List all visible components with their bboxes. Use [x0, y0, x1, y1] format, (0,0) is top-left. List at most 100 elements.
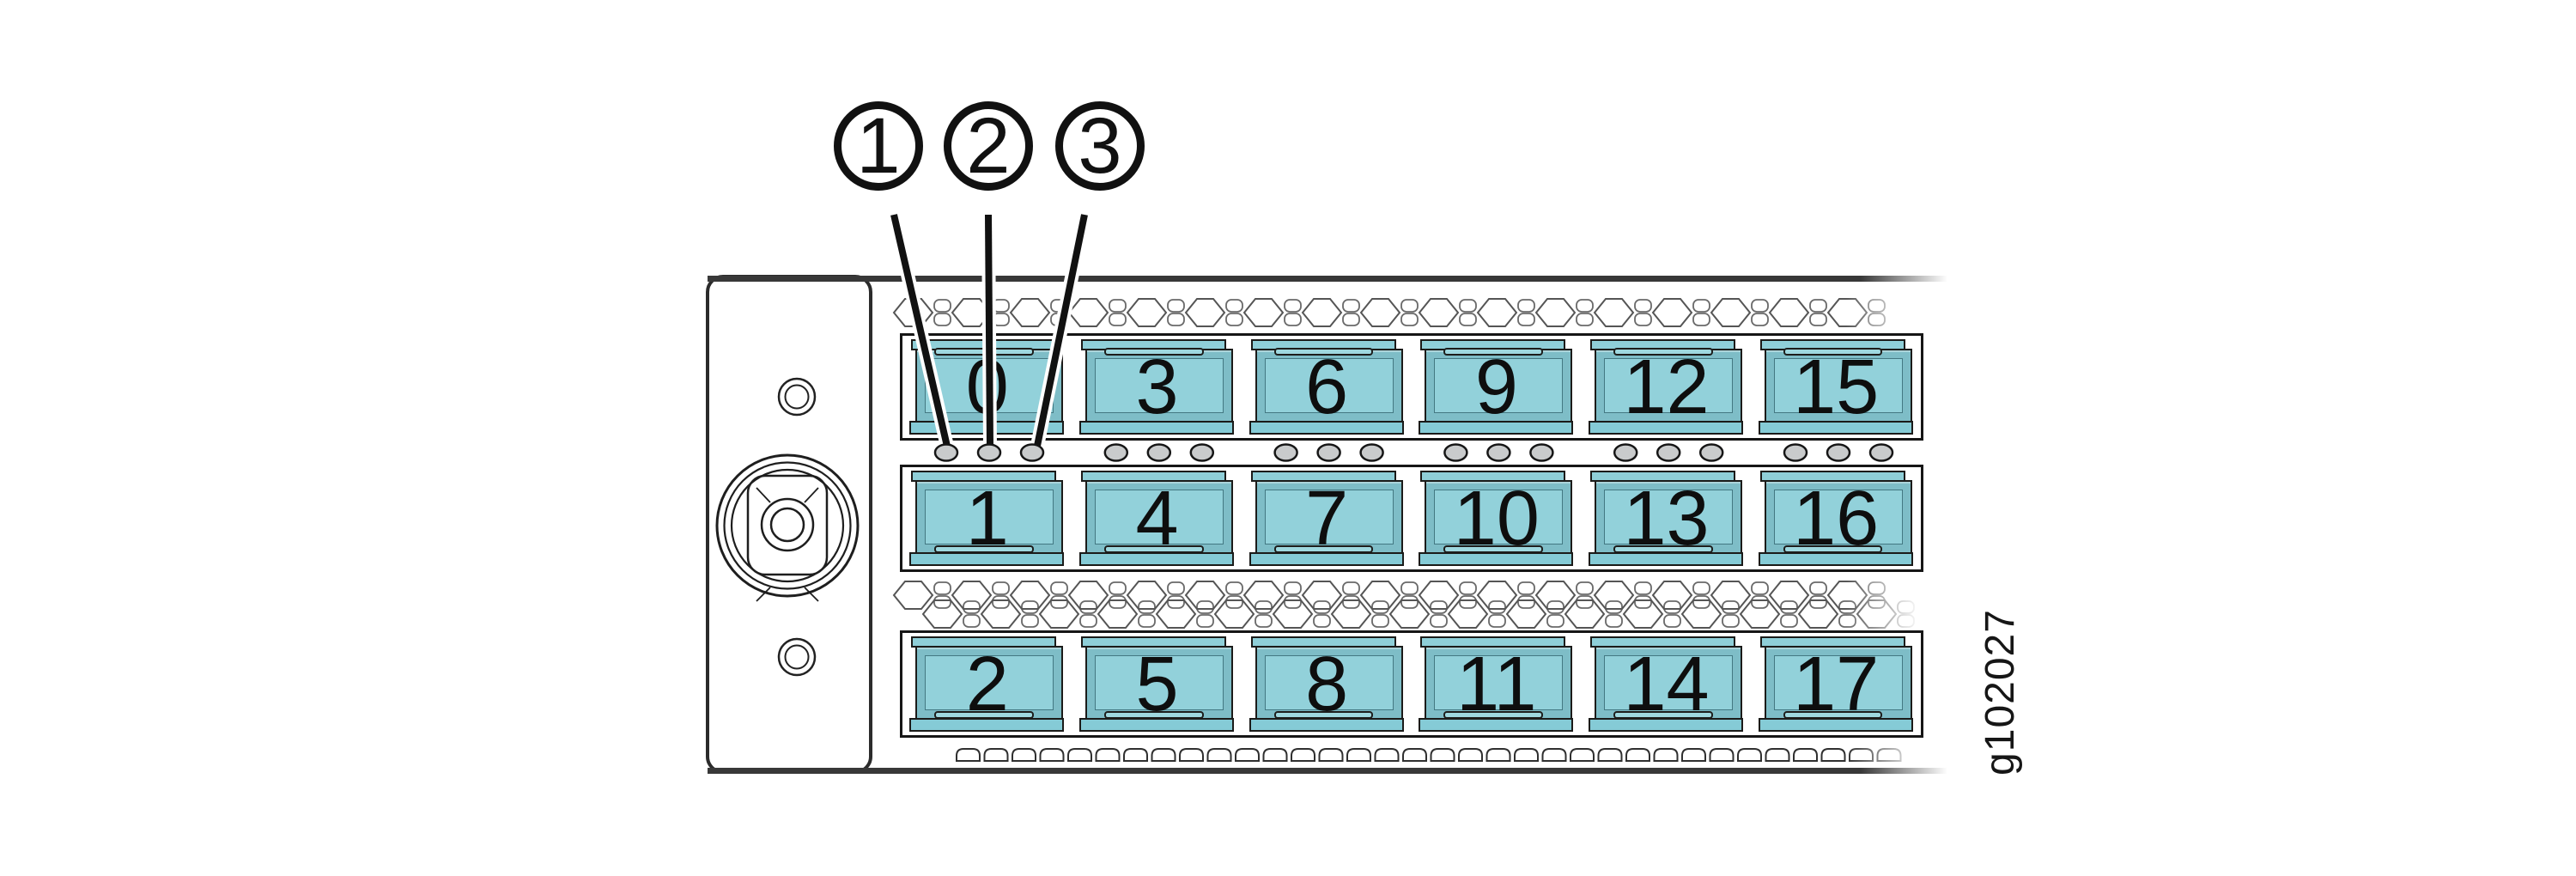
port-bevel	[925, 490, 1054, 544]
port-module-6: 6	[1249, 339, 1405, 435]
port-bevel	[1264, 358, 1394, 413]
port-cell: 13	[1582, 467, 1752, 569]
port-latch-slot	[1273, 545, 1374, 553]
port-opening	[1425, 480, 1573, 554]
port-number: 3	[1135, 344, 1179, 430]
port-opening	[1425, 349, 1573, 423]
port-number: 10	[1453, 475, 1540, 562]
port-cell: 15	[1751, 336, 1921, 438]
port-number: 12	[1623, 344, 1710, 430]
port-cell: 1	[902, 467, 1072, 569]
port-latch-slot	[1103, 545, 1204, 553]
port-latch-slot	[1783, 348, 1883, 356]
port-cell: 9	[1412, 336, 1582, 438]
port-cell: 10	[1412, 467, 1582, 569]
port-number: 5	[1135, 641, 1179, 727]
port-module-7: 7	[1249, 471, 1405, 566]
port-latch-slot	[1613, 545, 1713, 553]
callout-label: 1	[856, 101, 901, 190]
port-opening	[915, 646, 1064, 720]
port-latch-slot	[1443, 545, 1544, 553]
port-module-9: 9	[1419, 339, 1574, 435]
port-number: 4	[1135, 475, 1179, 562]
port-opening	[1764, 646, 1912, 720]
port-bevel	[1604, 358, 1734, 413]
port-module-1: 1	[909, 471, 1065, 566]
panel-bottom-edge	[708, 768, 1947, 774]
port-bevel	[1095, 490, 1224, 544]
port-bevel	[925, 655, 1054, 710]
port-module-15: 15	[1758, 339, 1914, 435]
callout-badge-2: 2	[944, 101, 1033, 191]
port-opening	[1764, 480, 1912, 554]
port-bevel	[1773, 358, 1903, 413]
port-bevel	[1434, 490, 1564, 544]
port-opening	[1255, 349, 1403, 423]
port-latch-slot	[1613, 711, 1713, 719]
port-latch-slot	[1443, 711, 1544, 719]
port-bevel	[1773, 655, 1903, 710]
port-cell: 3	[1072, 336, 1242, 438]
port-cell: 14	[1582, 633, 1752, 735]
port-cell: 8	[1242, 633, 1412, 735]
port-opening	[1425, 646, 1573, 720]
port-latch-slot	[1783, 711, 1883, 719]
port-cell: 17	[1751, 633, 1921, 735]
port-module-14: 14	[1589, 636, 1744, 732]
port-opening	[1764, 349, 1912, 423]
vent-fade	[1846, 575, 1951, 629]
port-cell: 6	[1242, 336, 1412, 438]
port-number: 9	[1474, 344, 1518, 430]
port-cell: 11	[1412, 633, 1582, 735]
port-module-4: 4	[1079, 471, 1235, 566]
port-cell: 7	[1242, 467, 1412, 569]
port-module-12: 12	[1589, 339, 1744, 435]
port-number: 14	[1623, 641, 1710, 727]
port-latch-slot	[934, 711, 1035, 719]
port-latch-slot	[1613, 348, 1713, 356]
port-number: 8	[1305, 641, 1349, 727]
port-module-11: 11	[1419, 636, 1574, 732]
port-row-bottom: 2 5 8 11 14 17	[900, 630, 1923, 738]
port-opening	[1595, 349, 1743, 423]
port-cell: 16	[1751, 467, 1921, 569]
port-bevel	[1264, 490, 1394, 544]
panel-top-edge	[708, 276, 1947, 282]
port-module-2: 2	[909, 636, 1065, 732]
port-latch-slot	[1783, 545, 1883, 553]
port-module-5: 5	[1079, 636, 1235, 732]
port-latch-slot	[934, 545, 1035, 553]
port-module-17: 17	[1758, 636, 1914, 732]
port-module-3: 3	[1079, 339, 1235, 435]
port-cell: 2	[902, 633, 1072, 735]
screw-hole-icon	[777, 637, 817, 677]
port-latch-slot	[1103, 348, 1204, 356]
port-number: 16	[1793, 475, 1880, 562]
port-module-10: 10	[1419, 471, 1574, 566]
port-opening	[1085, 480, 1233, 554]
port-opening	[1255, 646, 1403, 720]
screw-hole-icon	[777, 377, 817, 417]
vent-fade	[1846, 746, 1951, 766]
port-bevel	[1604, 655, 1734, 710]
port-cell: 5	[1072, 633, 1242, 735]
port-module-13: 13	[1589, 471, 1744, 566]
port-module-8: 8	[1249, 636, 1405, 732]
callout-badge-1: 1	[834, 101, 923, 191]
port-cell: 0	[902, 336, 1072, 438]
port-module-16: 16	[1758, 471, 1914, 566]
port-bevel	[1264, 655, 1394, 710]
port-bevel	[1434, 358, 1564, 413]
port-number: 17	[1793, 641, 1880, 727]
port-opening	[1255, 480, 1403, 554]
captive-screw-icon	[715, 453, 860, 602]
port-bevel	[1604, 490, 1734, 544]
port-number: 2	[965, 641, 1009, 727]
port-latch-slot	[1273, 711, 1374, 719]
port-bevel	[1434, 655, 1564, 710]
vent-pattern-bottom	[956, 748, 1902, 762]
port-opening	[1595, 646, 1743, 720]
port-opening	[1595, 480, 1743, 554]
port-bevel	[1095, 655, 1224, 710]
